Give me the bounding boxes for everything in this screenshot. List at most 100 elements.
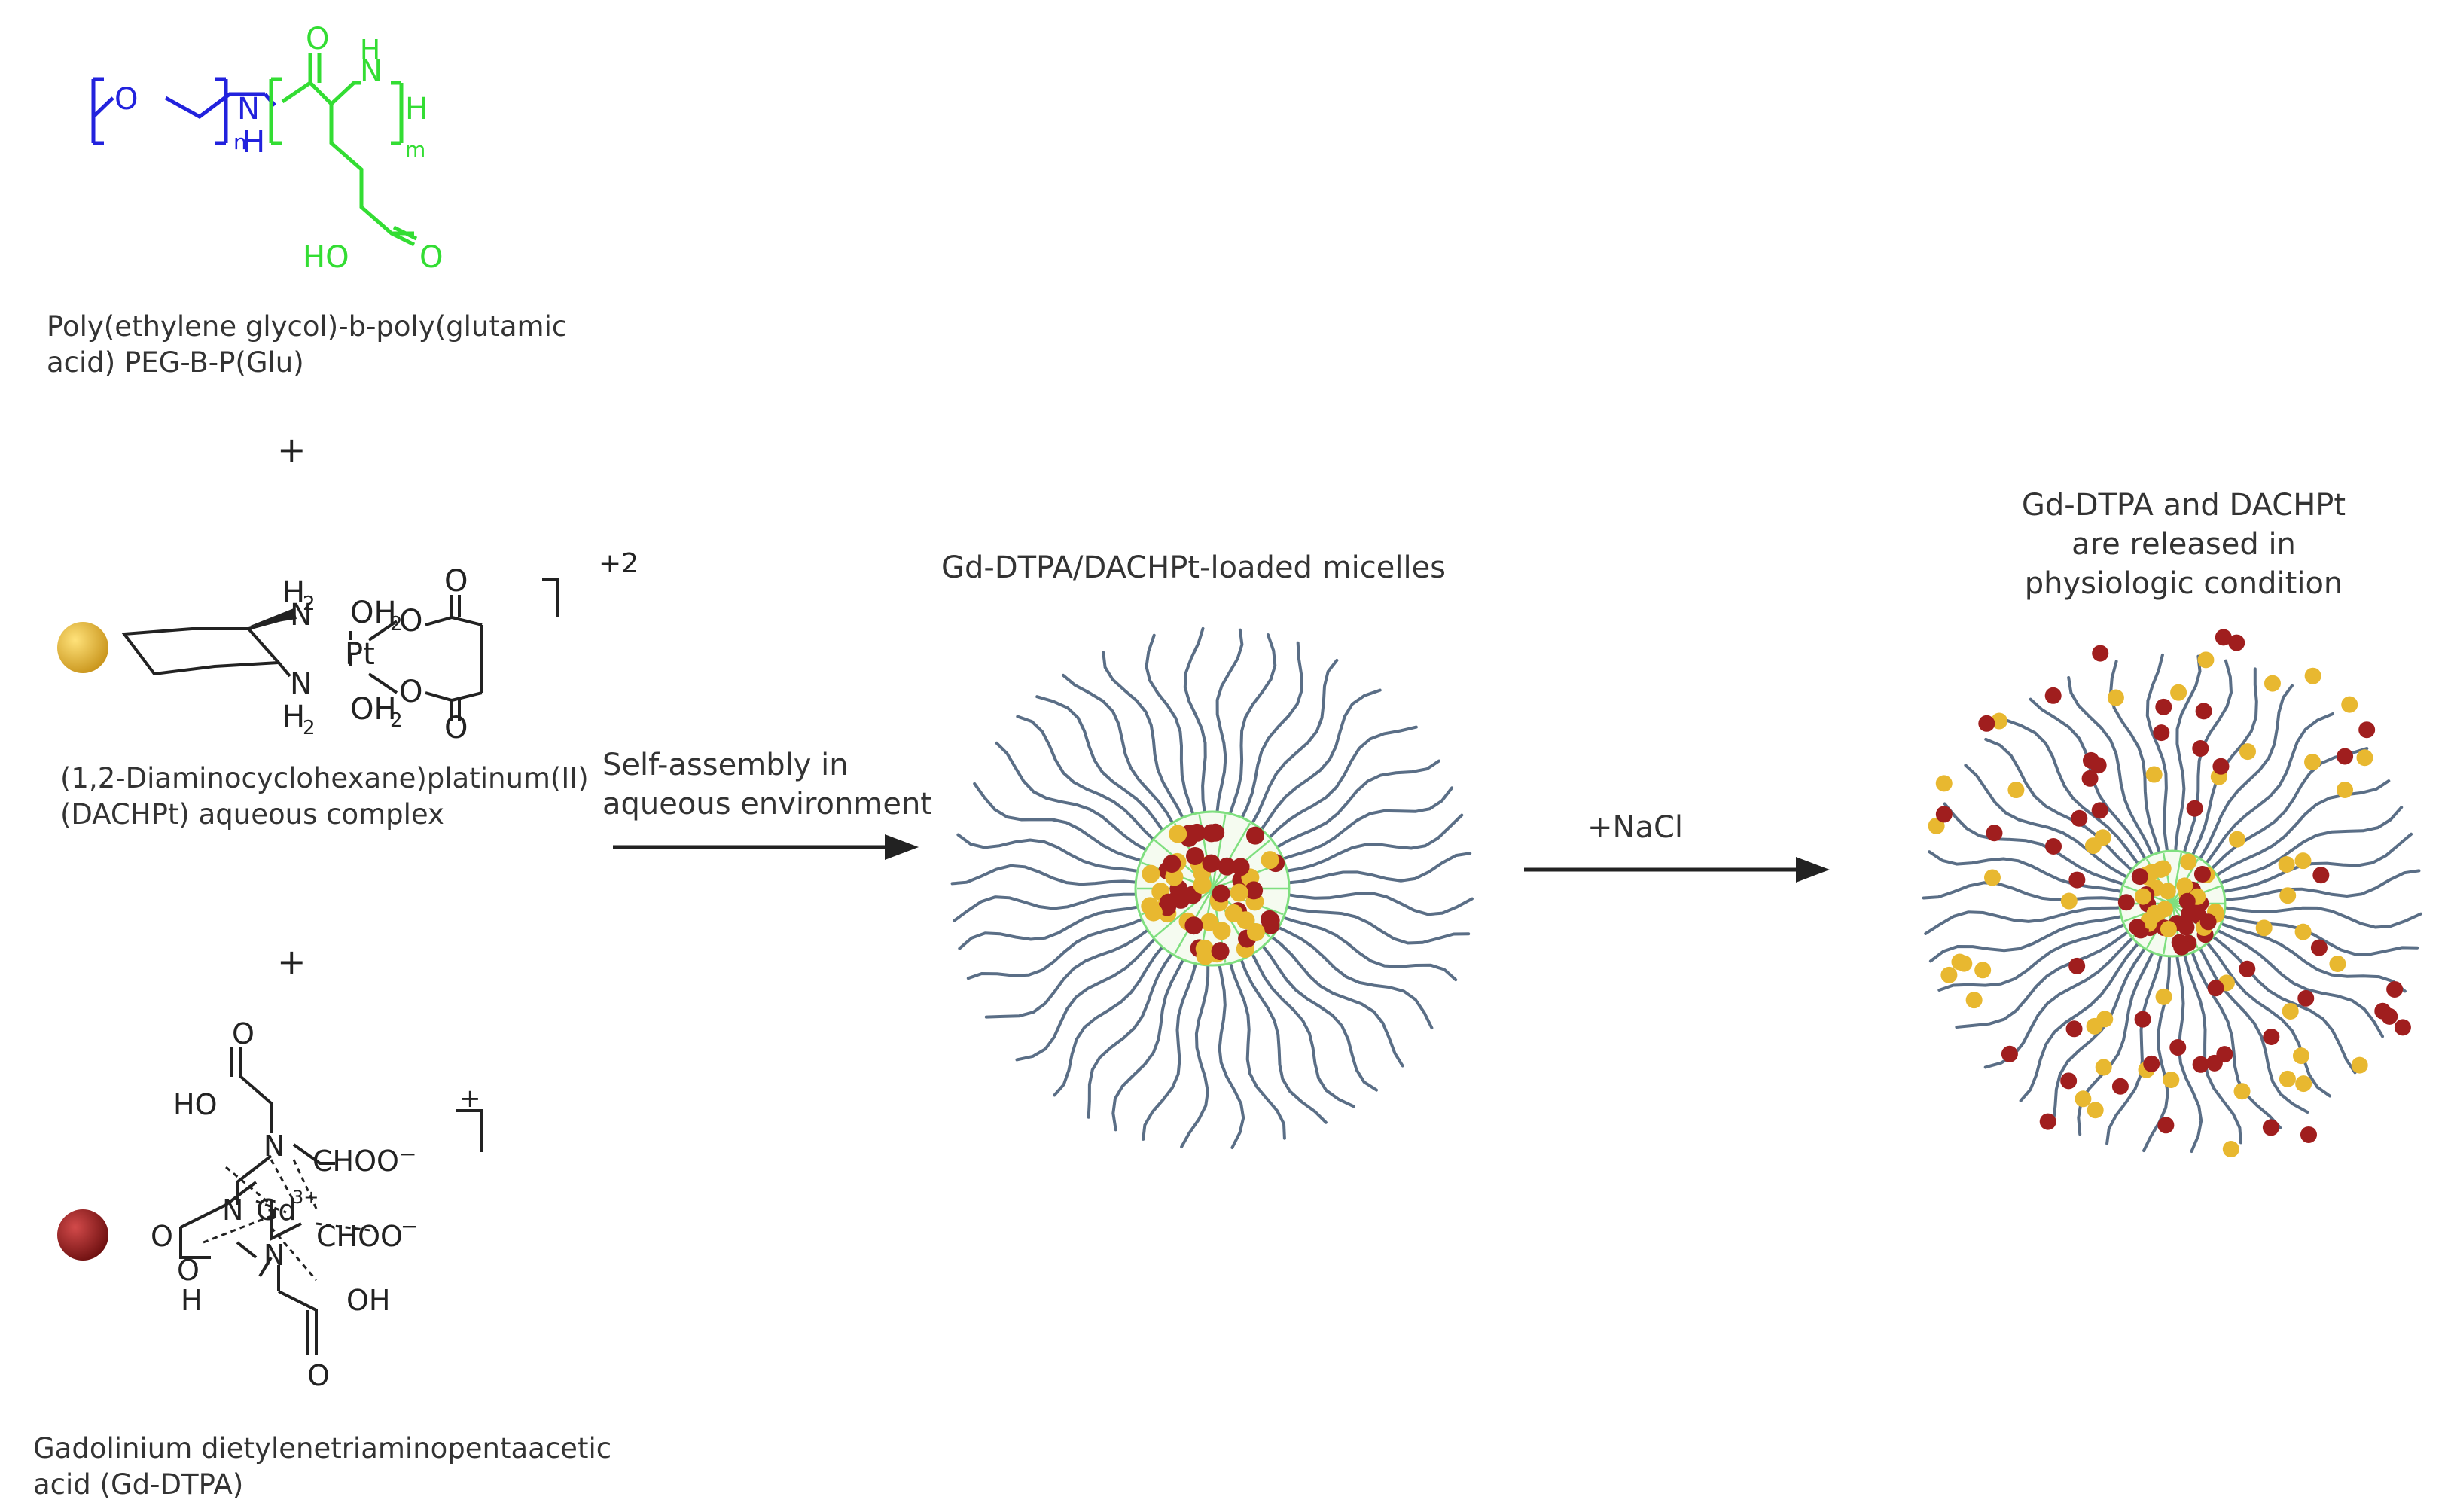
micelle1-core-particle: [1218, 857, 1236, 876]
released-particle: [1978, 715, 1995, 732]
micelle2-chain: [2209, 806, 2404, 889]
micelle1-chain: [1087, 938, 1183, 1119]
micelle2-chain: [2197, 712, 2334, 873]
released-particle: [2155, 988, 2172, 1005]
micelle2-chain: [1928, 850, 2134, 896]
micelle1-chain: [1035, 695, 1175, 845]
micelle1-core-particle: [1230, 883, 1248, 902]
released-particle: [2263, 1028, 2280, 1045]
micelle1-core-particle: [1186, 847, 1205, 866]
micelle1-chain: [1269, 813, 1464, 876]
released-particle: [2341, 696, 2358, 713]
micelle2-core-particle: [2178, 919, 2195, 936]
released-particle: [2222, 1141, 2239, 1158]
pt-nh2-top-sub: 2: [303, 593, 316, 615]
micelle2-chain: [2206, 779, 2391, 883]
gd-bot-o: O: [307, 1359, 330, 1392]
released-particle: [2295, 1075, 2312, 1093]
micelle2-core-particle: [2181, 905, 2198, 922]
pt-atom: Pt: [345, 637, 375, 672]
gd-oh-label: OH: [346, 1284, 390, 1317]
released-particle: [2216, 1046, 2233, 1063]
micelle1-core-particle: [1246, 922, 1265, 941]
released-particle: [2312, 867, 2330, 884]
micelle1-core-particle: [1245, 826, 1264, 845]
micelle1-chain: [1250, 932, 1378, 1092]
released-particle: [2337, 748, 2354, 765]
micelle1-chain: [1215, 628, 1244, 831]
micelle1-core-particle: [1261, 851, 1279, 870]
pt-nh2-top-h: H: [282, 575, 305, 610]
pt-nh2-bot-h: H: [282, 700, 305, 734]
gd-ho-label: HO: [173, 1088, 217, 1121]
released-particle: [2212, 758, 2230, 775]
micelle2-chain: [2203, 928, 2357, 1075]
micelle2-core-particle: [2173, 938, 2190, 956]
micelle2-chain: [2198, 933, 2332, 1098]
released-particle: [2195, 703, 2212, 720]
released-particle: [1935, 806, 1953, 823]
released-particle: [2329, 956, 2346, 973]
micelle2-chain: [2145, 653, 2171, 864]
released-particle: [2060, 1072, 2078, 1090]
dachpt-label: (1,2-Diaminocyclohexane)platinum(II) (DA…: [60, 762, 589, 831]
gd-minus-1: −: [399, 1142, 416, 1166]
micelle2-chain: [2003, 718, 2147, 874]
pt-charge: +2: [599, 548, 639, 579]
micelle2-chain: [2212, 869, 2421, 902]
pt-oh2-bot-sub: 2: [390, 709, 403, 732]
released-particle: [2096, 1011, 2114, 1028]
peg-glu-structure: O N n H O N H H m HO O: [91, 22, 443, 275]
micelle2-chain: [2211, 911, 2419, 956]
micelle2-chain: [1943, 802, 2135, 890]
released-particle: [2282, 1002, 2299, 1020]
released-particle: [2215, 629, 2232, 646]
release-title: Gd-DTPA and DACHPt are released in physi…: [2021, 488, 2346, 601]
micelle2-chain: [1922, 881, 2133, 903]
glu-carbonyl-o: O: [306, 22, 329, 56]
self-assembly-label: Self-assembly in aqueous environment: [602, 748, 932, 822]
released-particle: [2294, 923, 2312, 940]
micelle2-chain: [2209, 917, 2407, 993]
released-particle: [2170, 684, 2187, 701]
glu-nh-n: N: [360, 54, 383, 89]
micelle2-chain: [2193, 937, 2309, 1114]
micelle1-chain: [1053, 933, 1175, 1097]
micelle1-chain: [1180, 947, 1210, 1148]
micelle2-chain: [2142, 943, 2172, 1153]
peg-glu-label: Poly(ethylene glycol)-b-poly(glutamic ac…: [47, 310, 568, 379]
micelle2-mesh-line: [2123, 885, 2221, 922]
released-particle: [2228, 634, 2245, 651]
released-particle: [2157, 1117, 2175, 1134]
gd-atom-charge: 3+: [292, 1187, 319, 1208]
micelle2-chain: [2187, 940, 2282, 1129]
micelle2-core-particle: [2178, 892, 2196, 910]
micelle1-chain: [1249, 688, 1382, 844]
micelle1-chain: [1216, 947, 1245, 1149]
released-particle: [2192, 739, 2209, 757]
released-particle: [2145, 766, 2163, 783]
gd-choo-1: CHOO: [312, 1145, 399, 1178]
released-particle: [2071, 809, 2088, 827]
gd-atom: Gd: [256, 1193, 297, 1227]
released-particle: [2394, 1019, 2411, 1036]
micelle2-chain: [2181, 942, 2242, 1145]
gd-left-o: O: [151, 1220, 173, 1253]
gd-choo-2: CHOO: [316, 1220, 403, 1253]
micelle1-chain: [958, 901, 1156, 950]
micelle1-chain: [1142, 945, 1200, 1141]
released-particle: [2134, 1011, 2151, 1028]
released-particle: [2039, 1113, 2056, 1130]
plus-sign-1: +: [277, 429, 306, 470]
micelle2-chain: [2206, 923, 2384, 1038]
gd-dtpa-label: Gadolinium dietylenetriaminopentaacetic …: [33, 1432, 612, 1501]
released-particle: [2153, 724, 2170, 742]
released-particle: [2091, 802, 2108, 819]
micelle1-chain: [1242, 658, 1339, 839]
pt-oxalate-o2: O: [444, 564, 468, 599]
gd-dtpa-structure: O HO N CHOO − N Gd 3+ O CHOO − O H N OH …: [57, 1017, 483, 1392]
released-particle: [2092, 645, 2109, 662]
micelle2-core-particle: [2159, 883, 2176, 900]
micelle2-core-particle: [2117, 894, 2135, 911]
released-particle: [1974, 962, 1992, 979]
